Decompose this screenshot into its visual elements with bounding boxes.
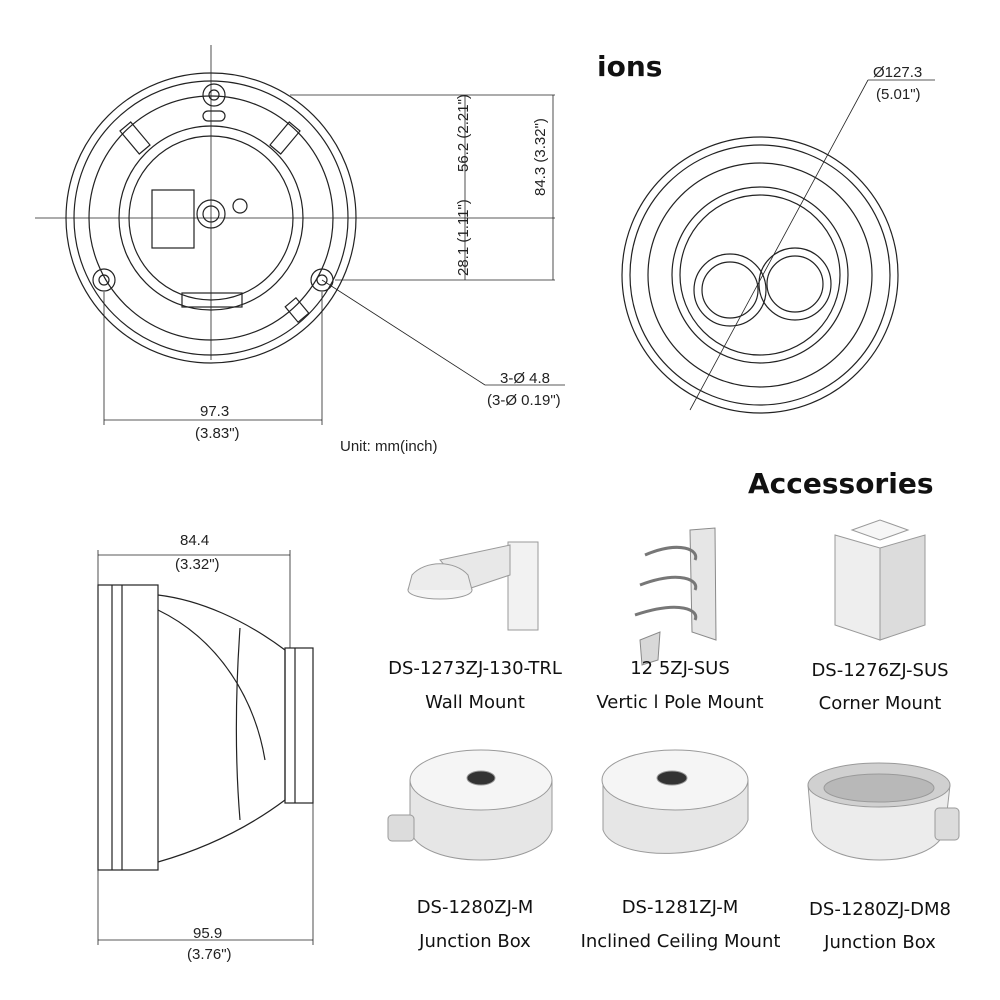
dim-hole: 3-Ø 4.8 [500,370,551,387]
accessory-name: Vertic l Pole Mount [596,692,764,713]
accessory-name: Inclined Ceiling Mount [580,931,781,952]
dim-97-3: 97.3 [200,403,230,420]
dim-95-9: 95.9 [193,925,223,942]
accessory-model: DS-1281ZJ-M [621,897,739,918]
dim-127-3: Ø127.3 [873,64,923,81]
dim-127-3-inch: (5.01") [876,86,921,103]
accessory-model: DS-1273ZJ-130-TRL [388,658,562,679]
accessory-name: Junction Box [419,931,531,952]
dim-84-4-inch: (3.32") [175,556,220,573]
unit-label: Unit: mm(inch) [340,438,438,455]
accessory-name: Corner Mount [818,693,942,714]
dimensions-heading-fragment: ions [597,50,663,83]
dim-97-3-inch: (3.83") [195,425,240,442]
accessory-model: DS-1276ZJ-SUS [811,660,949,681]
accessory-name: Wall Mount [425,692,525,713]
dim-hole-inch: (3-Ø 0.19") [487,392,561,409]
accessory-name: Junction Box [824,932,936,953]
accessory-model: DS-1280ZJ-M [416,897,534,918]
accessories-heading: Accessories [748,467,934,500]
dim-95-9-inch: (3.76") [187,946,232,963]
dim-84-4: 84.4 [180,532,210,549]
accessory-model: 12 5ZJ-SUS [630,658,730,679]
accessory-model: DS-1280ZJ-DM8 [809,899,951,920]
